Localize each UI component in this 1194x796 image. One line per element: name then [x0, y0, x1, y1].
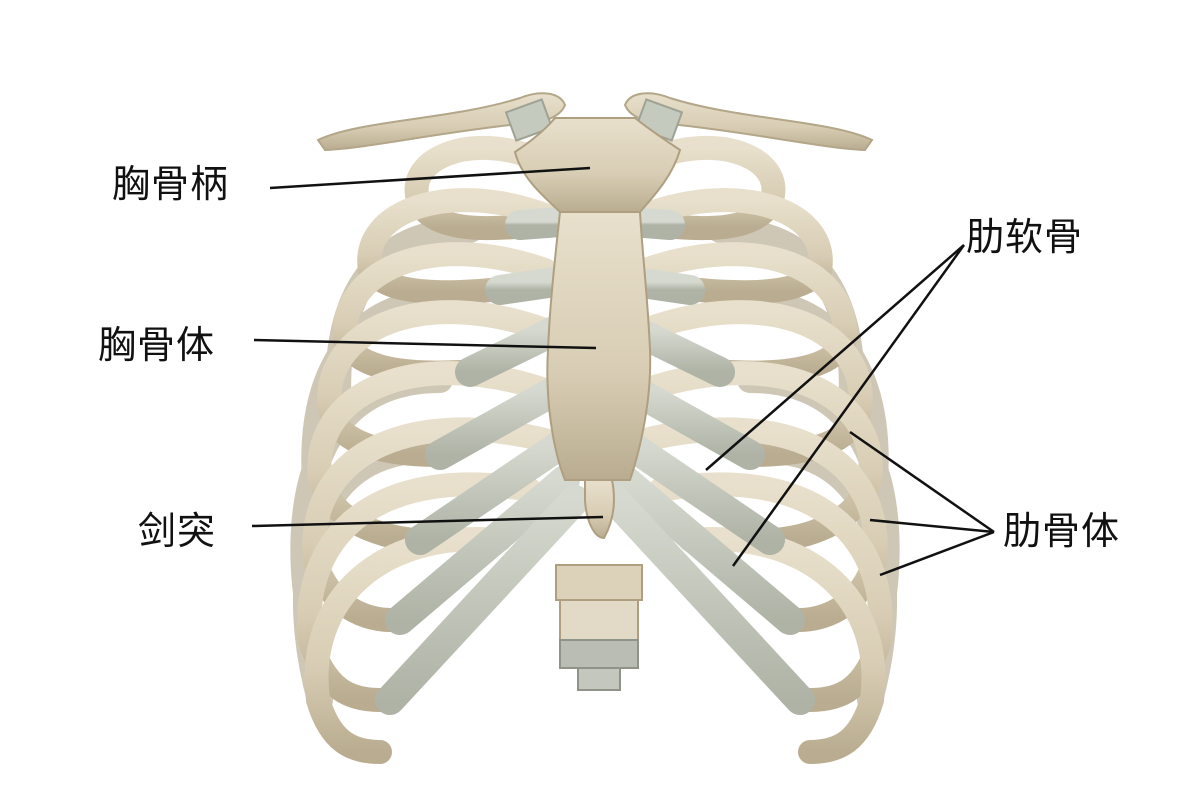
- leader-ribbody-2: [869, 518, 995, 534]
- sternum: [513, 117, 682, 540]
- leader-ribbody-3: [879, 530, 995, 577]
- leader-manubrium: [269, 166, 591, 190]
- label-rib-body: 肋骨体: [1003, 509, 1121, 553]
- leader-cartilage-2: [731, 244, 966, 567]
- vertebra: [555, 564, 643, 691]
- left-ribs: [297, 135, 572, 764]
- ribs: [290, 135, 900, 764]
- label-sternum-body: 胸骨体: [98, 323, 216, 367]
- label-costal-cartilage: 肋软骨: [966, 215, 1084, 259]
- leader-xiphoid: [251, 515, 604, 528]
- label-manubrium: 胸骨柄: [112, 162, 230, 206]
- leader-lines: [251, 166, 995, 577]
- label-xiphoid-process: 剑突: [138, 509, 217, 553]
- leader-cartilage-1: [705, 244, 965, 471]
- costal-cartilages: [375, 207, 815, 715]
- leader-sternum-body: [253, 338, 597, 350]
- clavicles: [316, 92, 874, 152]
- leader-ribbody-1: [849, 430, 995, 534]
